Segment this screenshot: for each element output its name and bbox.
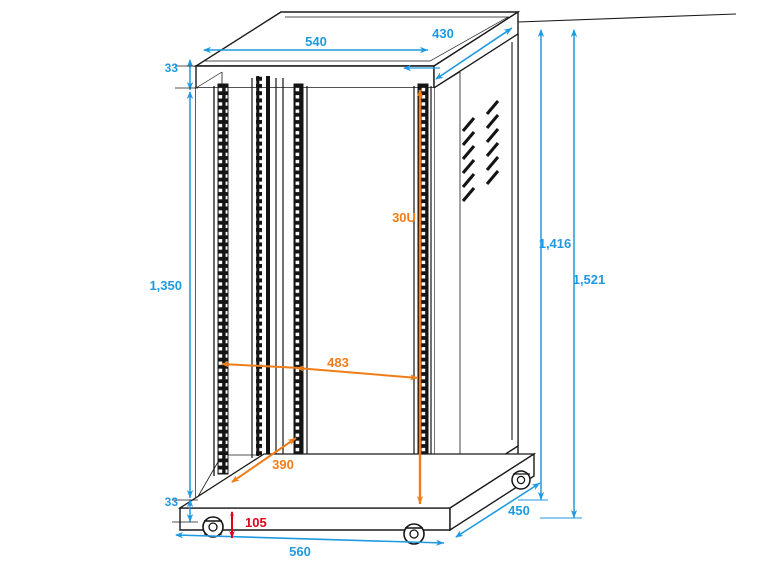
ventilation-slots — [461, 99, 500, 203]
cabinet-geometry — [177, 10, 537, 545]
rail-front-left — [213, 83, 229, 476]
label-1521: 1,521 — [573, 272, 606, 287]
front-opening — [195, 71, 461, 501]
label-33-bottom: 33 — [165, 495, 179, 509]
label-1350: 1,350 — [149, 278, 182, 293]
dimension-height-overall — [517, 13, 737, 519]
label-33-top: 33 — [165, 61, 179, 75]
label-105: 105 — [245, 515, 267, 530]
dimension-rail-width — [221, 361, 419, 381]
dimension-top-depth — [403, 27, 513, 80]
label-483: 483 — [327, 355, 349, 370]
dimension-top-plate — [175, 59, 198, 90]
label-540: 540 — [305, 34, 327, 49]
castor-front-right — [403, 523, 425, 545]
label-30u: 30U — [392, 210, 416, 225]
label-450: 450 — [508, 503, 530, 518]
dimension-labels: 540 430 33 1,350 33 1,416 1,521 560 450 … — [149, 26, 605, 559]
dimension-base-depth — [455, 482, 541, 538]
label-430: 430 — [432, 26, 454, 41]
label-560: 560 — [289, 544, 311, 559]
right-side-panel — [433, 32, 519, 502]
label-1416: 1,416 — [539, 236, 572, 251]
dimension-rail-depth — [231, 437, 297, 483]
dimension-height-no-wheels — [518, 29, 548, 501]
label-390: 390 — [272, 457, 294, 472]
castor-rear-right — [511, 470, 531, 490]
dimension-base-width — [175, 532, 445, 546]
castor-front-left — [202, 516, 224, 538]
rail-rear-left — [251, 76, 284, 458]
dimension-bottom-plate — [172, 499, 198, 523]
